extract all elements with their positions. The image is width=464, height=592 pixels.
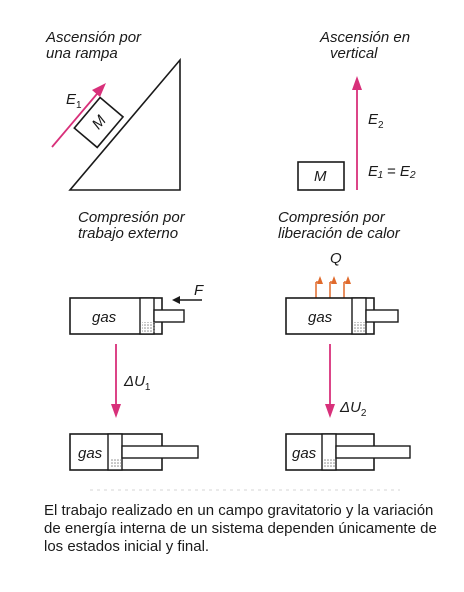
heat-label: Q [330,250,342,267]
work-title-line2: trabajo externo [78,225,178,242]
ramp-title-line1: Ascensión por [45,29,142,46]
heat-title-line1: Compresión por [278,209,386,226]
work-cylinder-before: gas [69,297,185,335]
work-gas-label-after: gas [78,445,103,462]
vertical-energy-label: E2 [368,111,384,131]
ramp-energy-arrow [51,87,103,148]
vertical-title-line1: Ascensión en [319,29,410,46]
heat-delta-label: ΔU2 [339,399,367,419]
figure-caption: El trabajo realizado en un campo gravita… [44,502,437,555]
ramp-title-line2: una rampa [46,45,118,62]
vertical-block [297,161,345,191]
heat-arrows [315,276,351,298]
ramp-triangle [68,57,181,191]
heat-gas-label-after: gas [292,445,317,462]
force-label: F [194,282,204,299]
work-gas-deposit [142,322,156,332]
heat-title-line2: liberación de calor [278,225,401,242]
vertical-panel: Ascensión en vertical E2 M E₁ = E₂ [297,29,416,191]
heat-cylinder-after: gas [285,433,411,471]
ramp-energy-arrowhead [92,83,106,97]
heat-gas-label-before: gas [308,309,333,326]
ramp-energy-label: E1 [66,91,82,111]
work-panel: Compresión por trabajo externo gas F ΔU1… [69,209,204,471]
vertical-equality: E₁ = E₂ [368,163,416,180]
heat-delta-arrowhead [325,404,335,418]
work-gas-label-before: gas [92,309,117,326]
ramp-panel: Ascensión por una rampa M E1 [45,29,181,191]
work-delta-arrowhead [111,404,121,418]
vertical-title-line2: vertical [330,45,378,62]
work-cylinder-after: gas [69,433,199,471]
work-delta-label: ΔU1 [123,373,151,393]
vertical-mass-label: M [314,168,327,185]
vertical-energy-arrowhead [352,76,362,90]
ramp-block: M [73,96,125,149]
heat-cylinder-before: gas [285,297,399,335]
heat-panel: Compresión por liberación de calor Q gas… [278,209,411,471]
work-title-line1: Compresión por [78,209,186,226]
force-arrowhead [172,296,180,304]
